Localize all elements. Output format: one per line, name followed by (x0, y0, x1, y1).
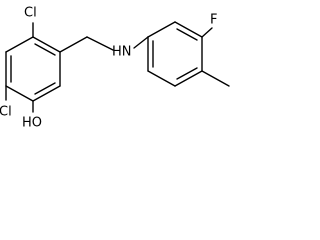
chlorine-top-label: Cl (24, 6, 37, 21)
fluorotolyl-ring (147, 21, 203, 87)
chlorine-bottom-label: Cl (0, 105, 12, 120)
chemical-structure-diagram: Cl Cl HO HN F (0, 6, 230, 131)
bond-methylene-to-nh (86, 36, 114, 51)
ring-bond (32, 36, 61, 53)
bond-to-fluorine (201, 27, 213, 38)
ring-bond (174, 70, 203, 87)
hydroxyl-label: HO (22, 116, 42, 131)
amine-nh-label: HN (112, 45, 132, 60)
bond-ring-to-methylene (59, 36, 88, 53)
ring-bond (5, 85, 34, 102)
ring-bond (32, 85, 61, 102)
fluorine-label: F (210, 13, 217, 28)
phenol-ring (5, 36, 61, 102)
bond-to-methyl (201, 70, 230, 87)
ring-double-bond (176, 67, 198, 80)
ring-double-bond (176, 28, 198, 41)
ring-double-bond (34, 82, 56, 95)
ring-bond (147, 21, 176, 38)
ring-bond (147, 70, 176, 87)
ring-bond (5, 36, 34, 53)
ring-double-bond (34, 43, 56, 56)
bond-nh-to-ring (133, 36, 149, 49)
ring-bond (174, 21, 203, 38)
